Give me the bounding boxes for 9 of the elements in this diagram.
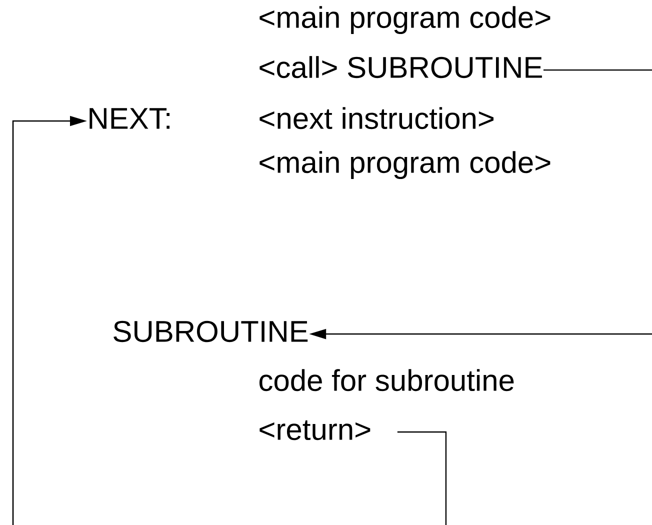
- code-line: code for subroutine: [259, 369, 514, 392]
- code-line: NEXT:: [90, 108, 170, 129]
- code-line: <return>: [260, 420, 370, 440]
- code-line: <next instruction>: [260, 107, 494, 130]
- code-line: <main program code>: [260, 151, 550, 180]
- code-line: SUBROUTINE: [114, 320, 308, 342]
- code-line: <main program code>: [260, 6, 550, 34]
- code-line: <call> SUBROUTINE: [260, 56, 542, 78]
- arrow: [12, 116, 447, 525]
